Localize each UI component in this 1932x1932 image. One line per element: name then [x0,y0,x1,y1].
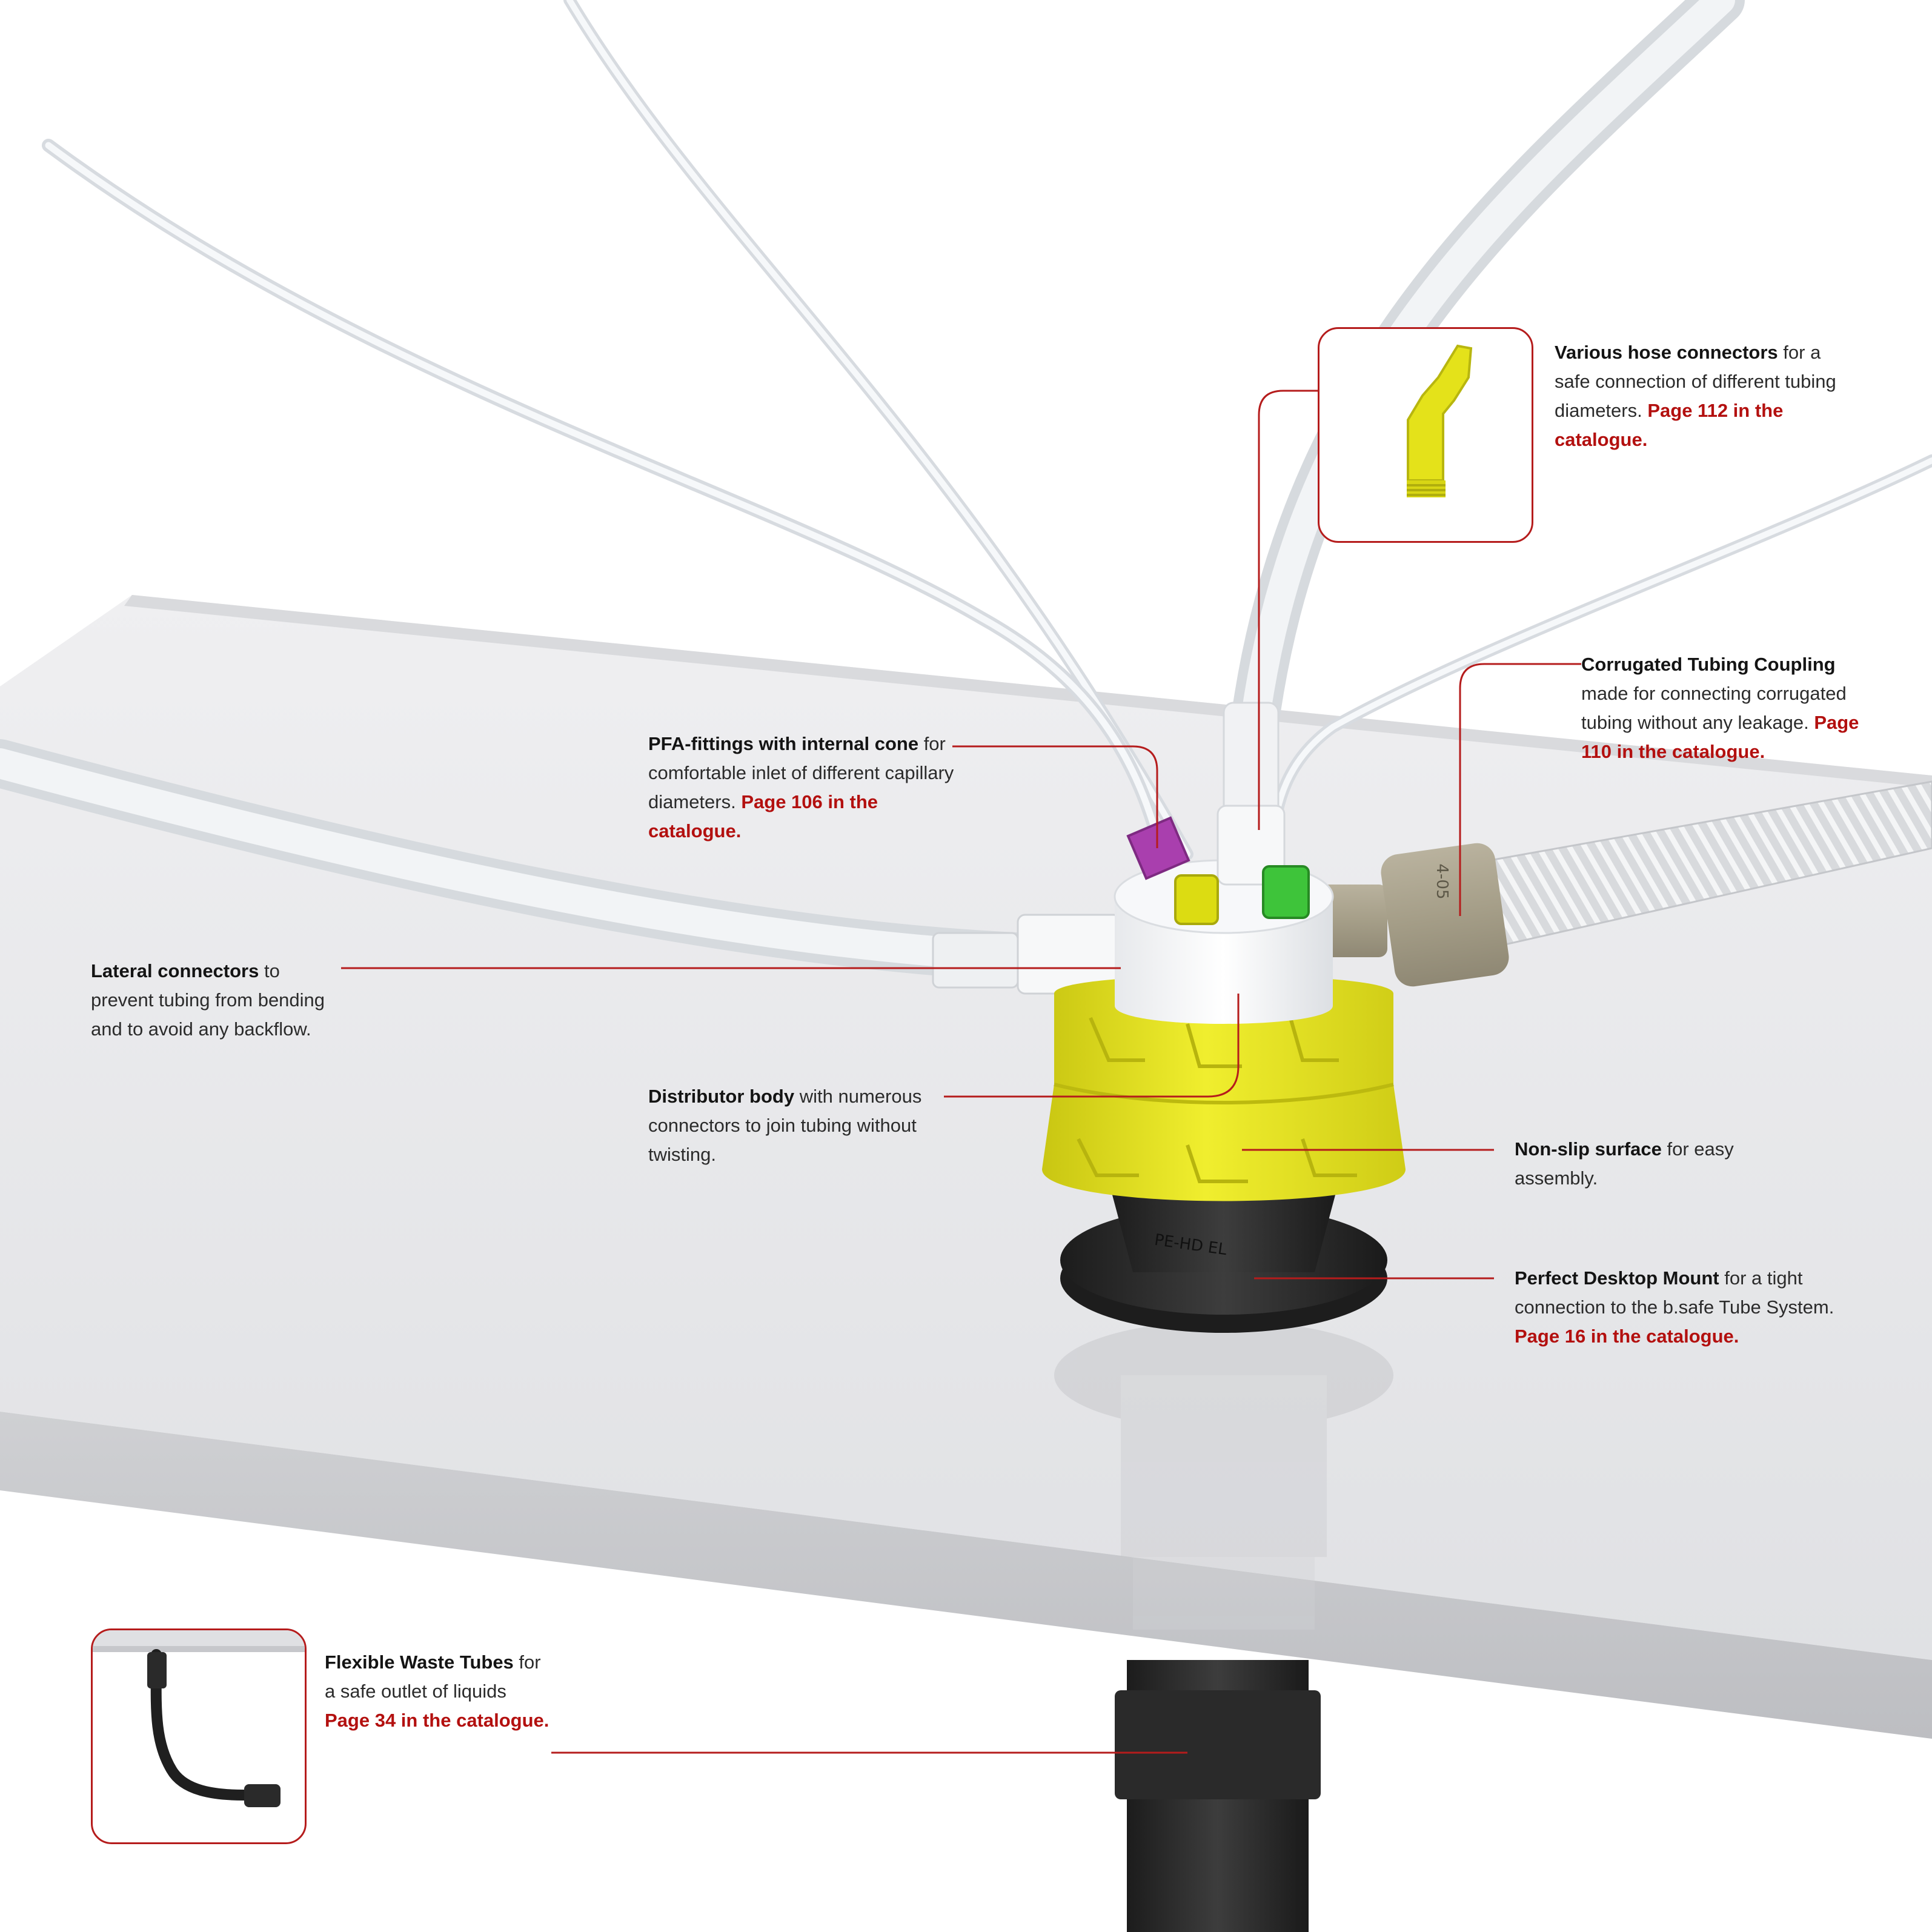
callout-hose-text: for a safe connection of different tubin… [1555,342,1836,421]
coupling-nut [1321,843,1509,987]
waste-tube-below-desk [1115,1660,1321,1932]
callout-desktop-title: Perfect Desktop Mount [1515,1267,1719,1289]
callout-desktop-link[interactable]: Page 16 in the catalogue. [1515,1326,1739,1347]
callout-lateral-text: to prevent tubing from bending and to av… [91,960,325,1040]
mount-reflection [1054,1321,1393,1630]
capillary-tubes [0,0,1932,981]
callout-distributor-text: with numerous connectors to join tubing … [648,1086,922,1165]
desktop-mount [1060,1181,1387,1333]
callout-distributor-body: Distributor body with numerous connector… [648,1082,933,1169]
waste-tube-inset [91,1628,307,1844]
callout-nonslip-title: Non-slip surface [1515,1138,1662,1160]
callout-pfa-title: PFA-fittings with internal cone [648,733,919,754]
callout-pfa-link[interactable]: Page 106 in the catalogue. [648,791,878,842]
black-waste-tube-icon [93,1630,305,1807]
callout-distributor-title: Distributor body [648,1086,795,1107]
callout-hose-title: Various hose connectors [1555,342,1778,363]
callout-hose-link[interactable]: Page 112 in the catalogue. [1555,400,1784,450]
callout-hose-connectors: Various hose connectors for a safe conne… [1555,338,1845,454]
callout-desktop-mount: Perfect Desktop Mount for a tight connec… [1515,1264,1854,1351]
callout-corrugated-title: Corrugated Tubing Coupling [1581,654,1836,675]
callout-waste-tubes: Flexible Waste Tubes for a safe outlet o… [325,1648,555,1735]
callout-corrugated-link[interactable]: Page 110 in the catalogue. [1581,712,1859,762]
callout-pfa-fittings: PFA-fittings with internal cone for comf… [648,729,957,846]
callout-lateral-title: Lateral connectors [91,960,259,981]
callout-corrugated-coupling: Corrugated Tubing Coupling made for conn… [1581,650,1872,766]
callout-waste-text: for a safe outlet of liquids [325,1651,541,1702]
yellow-cap [1042,975,1406,1201]
lateral-connector [932,914,1122,995]
yellow-hose-connector-icon [1407,344,1473,497]
callout-corrugated-text: made for connecting corrugated tubing wi… [1581,683,1847,733]
coupling-code-label: 4-05 [1433,863,1451,900]
callout-waste-title: Flexible Waste Tubes [325,1651,514,1673]
callout-lateral-connectors: Lateral connectors to prevent tubing fro… [91,957,345,1044]
callout-desktop-text: for a tight connection to the b.safe Tub… [1515,1267,1834,1318]
hose-connector-inset [1318,327,1533,543]
callout-nonslip-text: for easy assembly. [1515,1138,1734,1189]
callout-pfa-text: for comfortable inlet of different capil… [648,733,954,812]
pfa-fittings [1126,816,1310,925]
callout-waste-link[interactable]: Page 34 in the catalogue. [325,1710,549,1731]
callout-non-slip-surface: Non-slip surface for easy assembly. [1515,1135,1769,1193]
leader-lines [341,390,1581,1754]
